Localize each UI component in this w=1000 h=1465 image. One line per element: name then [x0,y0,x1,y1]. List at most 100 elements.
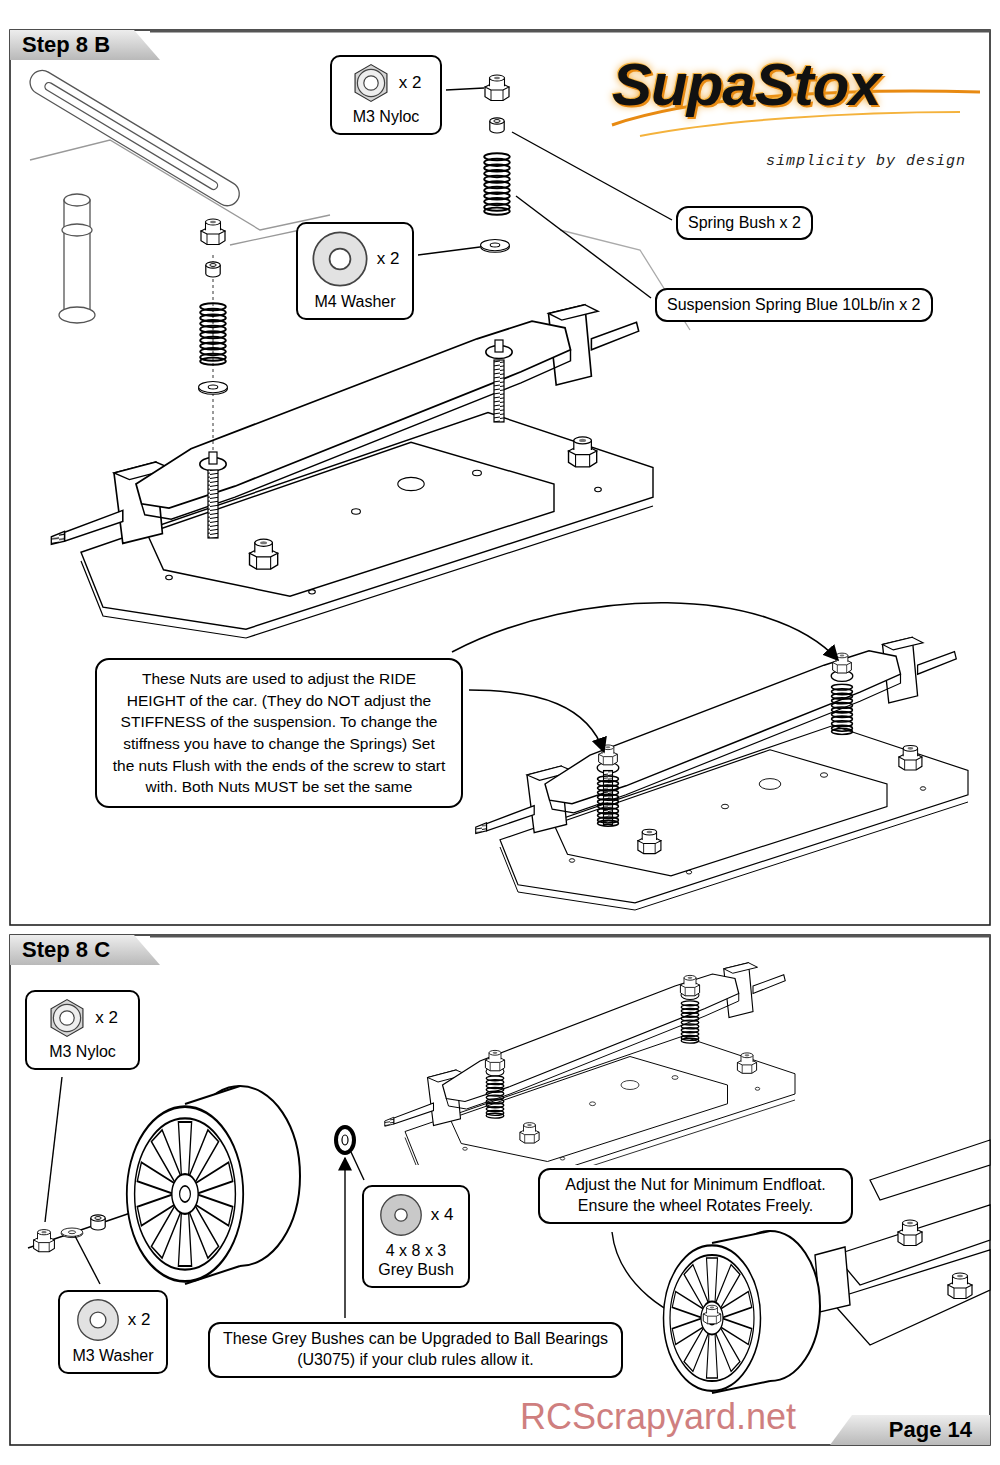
wheel-exploded [342,1135,348,1145]
background-chassis [30,140,330,230]
part-callout: x 2M4 Washer [296,222,414,320]
wheel-assembled [830,1250,990,1345]
part-name: M3 Nyloc [353,107,420,126]
quantity: x 2 [95,1008,118,1028]
wheel-exploded [61,1228,83,1238]
step-header: Step 8 B [10,30,160,60]
ride-height-arrows [469,690,604,752]
front-suspension-exploded [209,452,217,464]
callout-text: These Grey Bushes can be Upgraded to Bal… [222,1329,609,1371]
wheel-exploded [28,1086,354,1284]
wheel-exploded [336,1127,354,1153]
front-suspension-exploded [201,219,225,245]
washer-icon [77,1300,117,1340]
header-text: Page 14 [830,1415,972,1445]
front-suspension-assembled [833,653,852,673]
front-suspension-exploded [485,75,509,101]
wheel-assembled [712,1231,770,1243]
part-name: 4 x 8 x 3 Grey Bush [370,1241,462,1279]
bush-icon [394,1209,406,1221]
front-suspension-exploded [495,340,503,352]
nut-icon [51,1000,83,1037]
front-suspension-assembled [476,637,968,910]
washer-icon [329,249,350,270]
wheel-exploded [34,1230,55,1252]
nut-icon [54,1004,81,1031]
quantity: x 2 [399,73,422,93]
watermark: RCScrapyard.net [520,1396,796,1438]
nut-icon [351,63,391,103]
brand-tagline: simplicity by design [766,153,966,170]
part-name: M3 Nyloc [49,1042,116,1061]
background-chassis [59,307,95,323]
icon-row: x 4 [379,1193,454,1237]
front-suspension-exploded [490,118,504,133]
brand-logo: SupaStox [612,50,881,119]
wheel-exploded [185,1086,240,1104]
wheel-exploded [91,1215,105,1230]
leader-lines [418,88,672,298]
wheel-assembled [664,1245,761,1391]
leader-lines-8c [75,1236,100,1284]
front-suspension-exploded [494,360,504,422]
background-chassis [64,194,90,206]
page-frame [10,30,990,1445]
icon-row: x 2 [47,998,118,1038]
leader-lines [516,196,651,298]
part-name: M3 Washer [72,1346,153,1365]
front-suspension-exploded [200,303,226,365]
suspension-step-8c [680,975,699,995]
part-callout: x 4 4 x 8 x 3 Grey Bush [362,1185,470,1288]
nut-icon [60,1011,74,1025]
leader-lines [418,247,480,255]
callout-text: Spring Bush x 2 [688,213,801,233]
background-chassis [64,200,90,315]
wheel-assembled [898,1220,922,1246]
front-suspension-exploded [206,262,220,277]
wheel-exploded [127,1107,243,1282]
wheel-assembled [870,1140,990,1200]
suspension-step-8c [485,1050,504,1070]
page-tab: Page 14 [830,1415,990,1445]
nut-icon [363,76,377,90]
leader-lines-8c [45,1077,62,1222]
part-callout: x 2 M3 Nyloc [330,55,442,135]
nut-icon [47,998,87,1038]
quantity: x 2 [128,1310,151,1330]
washer-icon [90,1312,106,1328]
note-box: These Nuts are used to adjust the RIDE H… [95,658,463,808]
icon-row: x 2 [311,230,400,288]
part-callout: x 2 M3 Nyloc [25,990,140,1070]
callout-text: Suspension Spring Blue 10Lb/in x 2 [667,295,921,315]
page-frame [10,30,990,925]
front-suspension-assembled [832,684,853,734]
suspension-step-8c [486,1076,504,1118]
background-chassis [62,224,92,236]
front-suspension-exploded [481,240,510,253]
step-header: Step 8 C [10,935,160,965]
bush-icon [380,1195,420,1235]
chassis-step-8c [385,963,795,1165]
quantity: x 4 [431,1205,454,1225]
washer-icon [311,230,369,288]
front-suspension-exploded [51,305,653,638]
header-text: Step 8 B [22,30,160,60]
wheel-assembled [703,1305,720,1324]
nut-icon [355,65,387,102]
note-box: These Grey Bushes can be Upgraded to Bal… [208,1322,623,1378]
part-callout: x 2 M3 Washer [58,1290,168,1374]
suspension-step-8c [681,1001,699,1043]
icon-row: x 2 [351,63,422,103]
washer-icon [76,1298,120,1342]
wheel-assembled [948,1273,972,1299]
quantity: x 2 [377,249,400,269]
suspension-step-8c [485,975,699,1118]
icon-row: x 2 [76,1298,151,1342]
washer-icon [313,232,366,285]
nut-icon [357,69,384,96]
leader-lines-8c [351,1152,364,1180]
header-text: Step 8 C [22,935,160,965]
page-frame [10,935,990,1445]
front-suspension-exploded [199,382,228,395]
